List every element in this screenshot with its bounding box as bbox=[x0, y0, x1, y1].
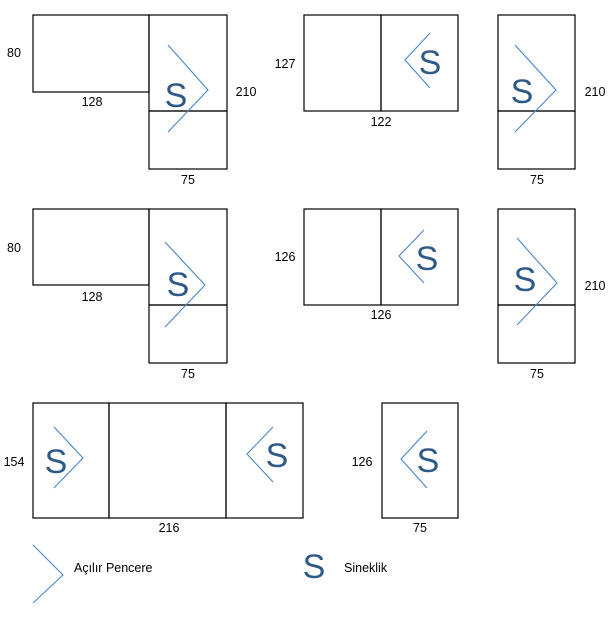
window-5-left-panel bbox=[303, 208, 382, 306]
opening-sash-icon bbox=[32, 544, 64, 604]
window-4-left-panel bbox=[32, 208, 150, 286]
opening-sash-icon bbox=[164, 241, 206, 328]
window-8-panel bbox=[381, 402, 459, 519]
screen-icon: S bbox=[303, 548, 326, 586]
screen-icon: S bbox=[417, 442, 440, 480]
window-2-left-panel bbox=[303, 14, 382, 112]
screen-icon: S bbox=[419, 44, 442, 82]
window-2-right-panel bbox=[380, 14, 459, 112]
dim-height-left: 127 bbox=[275, 57, 296, 71]
window-4-right-lower-panel bbox=[148, 304, 228, 364]
screen-icon: S bbox=[167, 266, 190, 304]
opening-sash-icon bbox=[398, 229, 425, 284]
legend-opening-window-label: Açılır Pencere bbox=[74, 561, 153, 575]
dim-height-right: 210 bbox=[236, 85, 257, 99]
dim-height-right: 210 bbox=[585, 279, 606, 293]
dim-height-left: 80 bbox=[7, 241, 21, 255]
opening-sash-icon bbox=[167, 44, 209, 133]
dim-height-left: 126 bbox=[275, 250, 296, 264]
opening-sash-icon bbox=[514, 44, 557, 133]
screen-icon: S bbox=[511, 73, 534, 111]
screen-icon: S bbox=[514, 261, 537, 299]
opening-sash-icon bbox=[246, 426, 274, 483]
window-3-upper-panel bbox=[497, 14, 576, 112]
window-5-right-panel bbox=[380, 208, 459, 306]
dim-width-bottom: 216 bbox=[159, 521, 180, 535]
window-7-middle-panel bbox=[108, 402, 227, 519]
window-1: S 80 128 210 75 bbox=[7, 14, 257, 187]
window-7-right-panel bbox=[225, 402, 304, 519]
window-2: S 127 122 bbox=[275, 14, 459, 129]
dim-height-right: 210 bbox=[585, 85, 606, 99]
dim-height-left: 126 bbox=[352, 455, 373, 469]
window-6: S 210 75 bbox=[497, 208, 606, 381]
window-1-left-panel bbox=[32, 14, 150, 93]
screen-icon: S bbox=[165, 77, 188, 115]
dim-width-bottom: 75 bbox=[530, 367, 544, 381]
window-7: S S 154 216 bbox=[4, 402, 304, 535]
window-1-right-lower-panel bbox=[148, 110, 228, 170]
window-1-right-upper-panel bbox=[148, 14, 228, 112]
window-6-lower-panel bbox=[497, 304, 576, 364]
dim-height-left: 80 bbox=[7, 46, 21, 60]
opening-sash-icon bbox=[516, 237, 558, 326]
opening-sash-icon bbox=[53, 426, 84, 489]
window-3-lower-panel bbox=[497, 110, 576, 170]
dim-height-left: 154 bbox=[4, 455, 25, 469]
dim-width-bottom-left: 128 bbox=[82, 95, 103, 109]
dim-width-bottom-right: 75 bbox=[181, 173, 195, 187]
window-6-upper-panel bbox=[497, 208, 576, 306]
screen-icon: S bbox=[45, 443, 68, 481]
opening-sash-icon bbox=[400, 430, 428, 489]
window-4: S 80 128 75 bbox=[7, 208, 228, 381]
dim-width-bottom-right: 75 bbox=[181, 367, 195, 381]
dim-width-bottom: 75 bbox=[413, 521, 427, 535]
screen-icon: S bbox=[416, 240, 439, 278]
dim-width-bottom: 126 bbox=[371, 308, 392, 322]
window-8: S 126 75 bbox=[352, 402, 459, 535]
dim-width-bottom-left: 128 bbox=[82, 290, 103, 304]
window-3: S 210 75 bbox=[497, 14, 606, 187]
legend-screen-label: Sineklik bbox=[344, 561, 388, 575]
window-5: S 126 126 bbox=[275, 208, 459, 322]
dim-width-bottom: 122 bbox=[371, 115, 392, 129]
legend: Açılır Pencere S Sineklik bbox=[32, 544, 388, 604]
dim-width-bottom: 75 bbox=[530, 173, 544, 187]
opening-sash-icon bbox=[404, 32, 431, 89]
screen-icon: S bbox=[266, 437, 289, 475]
